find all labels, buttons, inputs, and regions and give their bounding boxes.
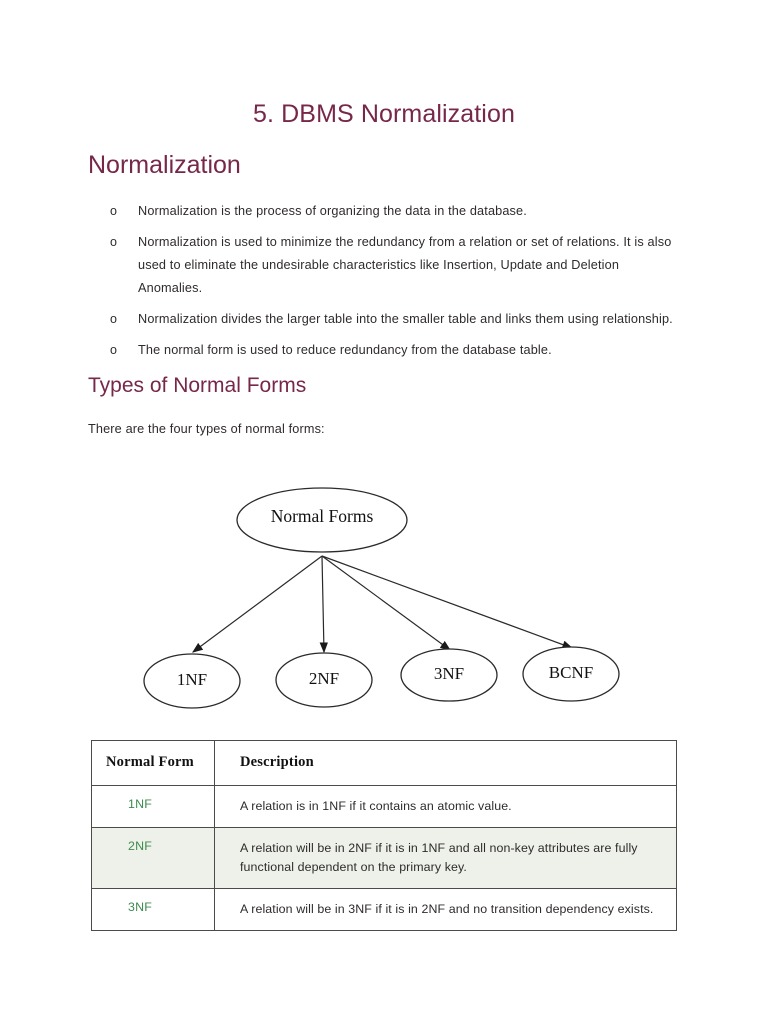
list-item-text: The normal form is used to reduce redund… — [138, 343, 552, 357]
diagram-connectors — [192, 555, 574, 654]
cell-normal-form: 1NF — [91, 785, 215, 828]
diagram-node-3nf: 3NF — [400, 648, 498, 702]
list-item: o Normalization is used to minimize the … — [110, 231, 685, 300]
diagram-node-1nf: 1NF — [143, 653, 241, 709]
table-row: 3NF A relation will be in 3NF if it is i… — [91, 888, 677, 931]
cell-description: A relation will be in 3NF if it is in 2N… — [214, 888, 677, 931]
table-header-row: Normal Form Description — [91, 740, 677, 786]
cell-normal-form: 2NF — [91, 827, 215, 889]
section-heading-normalization: Normalization — [88, 151, 241, 179]
connector-to-bcnf — [321, 555, 574, 649]
cell-normal-form: 3NF — [91, 888, 215, 931]
intro-paragraph: There are the four types of normal forms… — [88, 422, 325, 436]
list-item-text: Normalization is used to minimize the re… — [138, 235, 672, 295]
normal-forms-table: Normal Form Description 1NF A relation i… — [91, 740, 677, 931]
normal-forms-tree-diagram: Normal Forms 1NF 2NF 3NF BCNF — [120, 480, 650, 720]
bullet-marker-icon: o — [110, 204, 117, 218]
table-row: 1NF A relation is in 1NF if it contains … — [91, 785, 677, 828]
cell-description: A relation is in 1NF if it contains an a… — [214, 785, 677, 828]
list-item-text: Normalization divides the larger table i… — [138, 312, 673, 326]
diagram-node-root: Normal Forms — [236, 487, 408, 553]
bullet-marker-icon: o — [110, 235, 117, 249]
diagram-node-3nf-label: 3NF — [434, 664, 464, 683]
normalization-bullet-list: o Normalization is the process of organi… — [110, 200, 685, 370]
diagram-node-2nf-label: 2NF — [309, 669, 339, 688]
diagram-node-2nf: 2NF — [275, 652, 373, 708]
section-heading-types-of-normal-forms: Types of Normal Forms — [88, 374, 307, 397]
connector-to-3nf — [321, 555, 451, 651]
diagram-node-root-label: Normal Forms — [271, 506, 374, 526]
table-row: 2NF A relation will be in 2NF if it is i… — [91, 827, 677, 889]
diagram-node-1nf-label: 1NF — [177, 670, 207, 689]
list-item: o Normalization divides the larger table… — [110, 308, 685, 331]
bullet-marker-icon: o — [110, 343, 117, 357]
connector-to-1nf — [192, 555, 323, 653]
list-item-text: Normalization is the process of organizi… — [138, 204, 527, 218]
page-title: 5. DBMS Normalization — [253, 100, 515, 128]
cell-description: A relation will be in 2NF if it is in 1N… — [214, 827, 677, 889]
column-header-description: Description — [214, 740, 677, 786]
connector-to-2nf — [319, 555, 328, 654]
list-item: o The normal form is used to reduce redu… — [110, 339, 685, 362]
bullet-marker-icon: o — [110, 312, 117, 326]
list-item: o Normalization is the process of organi… — [110, 200, 685, 223]
diagram-node-bcnf: BCNF — [522, 646, 620, 702]
column-header-normal-form: Normal Form — [91, 740, 215, 786]
diagram-node-bcnf-label: BCNF — [549, 663, 593, 682]
